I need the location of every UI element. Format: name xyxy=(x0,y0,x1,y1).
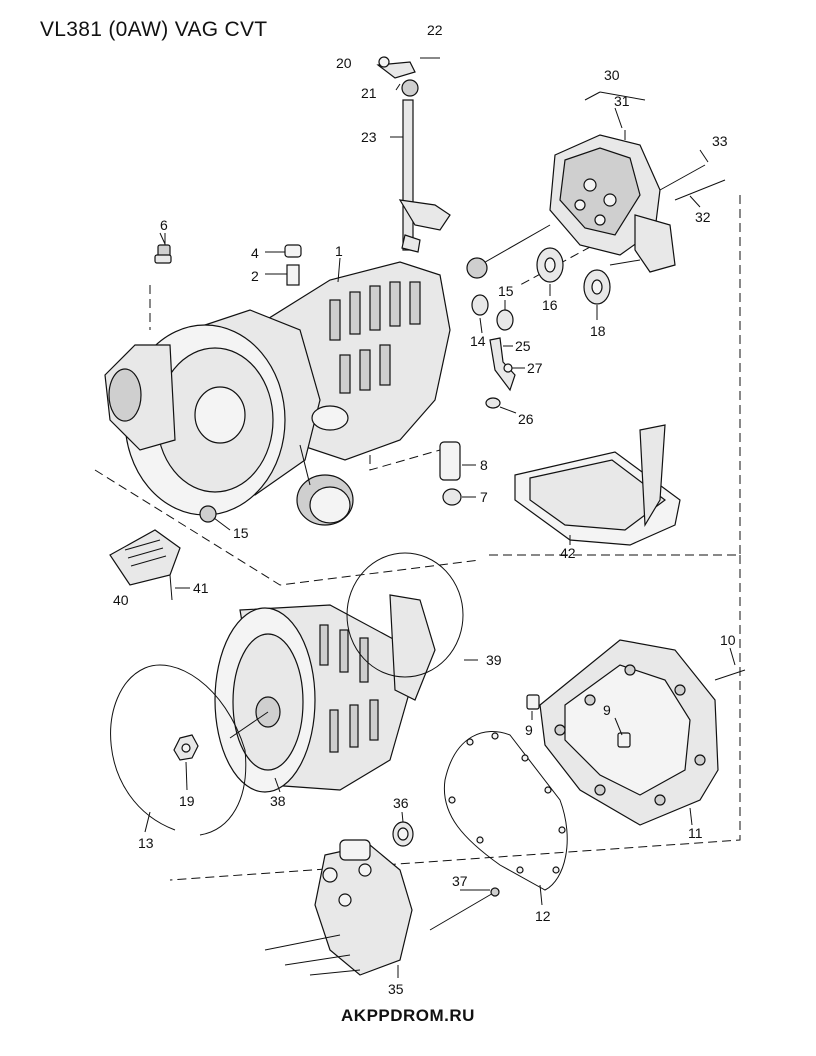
oil-pump xyxy=(264,839,413,976)
watermark-site-name: AKPPDROM.RU xyxy=(341,1006,475,1025)
callout-26: 26 xyxy=(518,411,534,427)
nut-15-upper xyxy=(496,309,514,331)
callout-4: 4 xyxy=(251,245,259,261)
callout-21: 21 xyxy=(361,85,377,101)
oil-strainer xyxy=(514,424,681,546)
callout-40: 40 xyxy=(113,592,129,608)
seal-36 xyxy=(392,821,414,847)
callout-13: 13 xyxy=(138,835,154,851)
callout-35: 35 xyxy=(388,981,404,997)
selector-shaft xyxy=(376,56,451,253)
sleeve-8 xyxy=(439,441,461,481)
leader-lines xyxy=(144,83,736,978)
spring-26 xyxy=(485,397,501,409)
valve-body xyxy=(466,130,726,279)
diagram-title: VL381 (0AW) VAG CVT xyxy=(40,18,268,41)
callout-14: 14 xyxy=(470,333,486,349)
callout-10: 10 xyxy=(720,632,736,648)
callout-38: 38 xyxy=(270,793,286,809)
callout-20: 20 xyxy=(336,55,352,71)
transmission-housing xyxy=(104,261,451,526)
callout-2: 2 xyxy=(251,268,259,284)
bolt-41 xyxy=(169,574,173,601)
callout-32: 32 xyxy=(695,209,711,225)
callout-30: 30 xyxy=(604,67,620,83)
callout-1: 1 xyxy=(335,243,343,259)
callout-19: 19 xyxy=(179,793,195,809)
exploded-parts-diagram: 1 2 4 6 7 8 9 9 10 11 12 13 14 15 15 16 … xyxy=(94,22,746,997)
bearing-16 xyxy=(536,247,564,283)
callout-9a: 9 xyxy=(525,722,533,738)
callout-16: 16 xyxy=(542,297,558,313)
gasket-12 xyxy=(443,731,568,891)
callout-23: 23 xyxy=(361,129,377,145)
nut-15-lower xyxy=(199,505,217,523)
callout-25: 25 xyxy=(515,338,531,354)
callout-42: 42 xyxy=(560,545,576,561)
nut-19 xyxy=(173,734,199,761)
cap-4 xyxy=(265,244,302,258)
callout-18: 18 xyxy=(590,323,606,339)
oring-13 xyxy=(110,664,247,836)
callout-15a: 15 xyxy=(498,283,514,299)
bolt-37 xyxy=(429,887,500,931)
nut-14 xyxy=(471,294,489,316)
cover-40 xyxy=(109,529,181,586)
callout-27: 27 xyxy=(527,360,543,376)
lever-25 xyxy=(489,337,516,392)
callout-31: 31 xyxy=(614,93,630,109)
callout-22: 22 xyxy=(427,22,443,38)
callout-6: 6 xyxy=(160,217,168,233)
callout-9b: 9 xyxy=(603,702,611,718)
callout-37: 37 xyxy=(452,873,468,889)
callout-33: 33 xyxy=(712,133,728,149)
callout-12: 12 xyxy=(535,908,551,924)
callout-39: 39 xyxy=(486,652,502,668)
callout-8: 8 xyxy=(480,457,488,473)
callout-11: 11 xyxy=(688,825,703,841)
seal-7 xyxy=(442,488,462,506)
oring-39 xyxy=(346,552,464,678)
callout-7: 7 xyxy=(480,489,488,505)
callout-15b: 15 xyxy=(233,525,249,541)
callout-labels: 1 2 4 6 7 8 9 9 10 11 12 13 14 15 15 16 … xyxy=(113,22,736,997)
plug-6 xyxy=(154,233,172,264)
callout-41: 41 xyxy=(193,580,209,596)
bearing-18 xyxy=(583,269,611,305)
callout-36: 36 xyxy=(393,795,409,811)
pulley-assembly xyxy=(214,594,436,793)
sleeve-2 xyxy=(265,264,300,286)
bell-housing xyxy=(526,639,746,826)
